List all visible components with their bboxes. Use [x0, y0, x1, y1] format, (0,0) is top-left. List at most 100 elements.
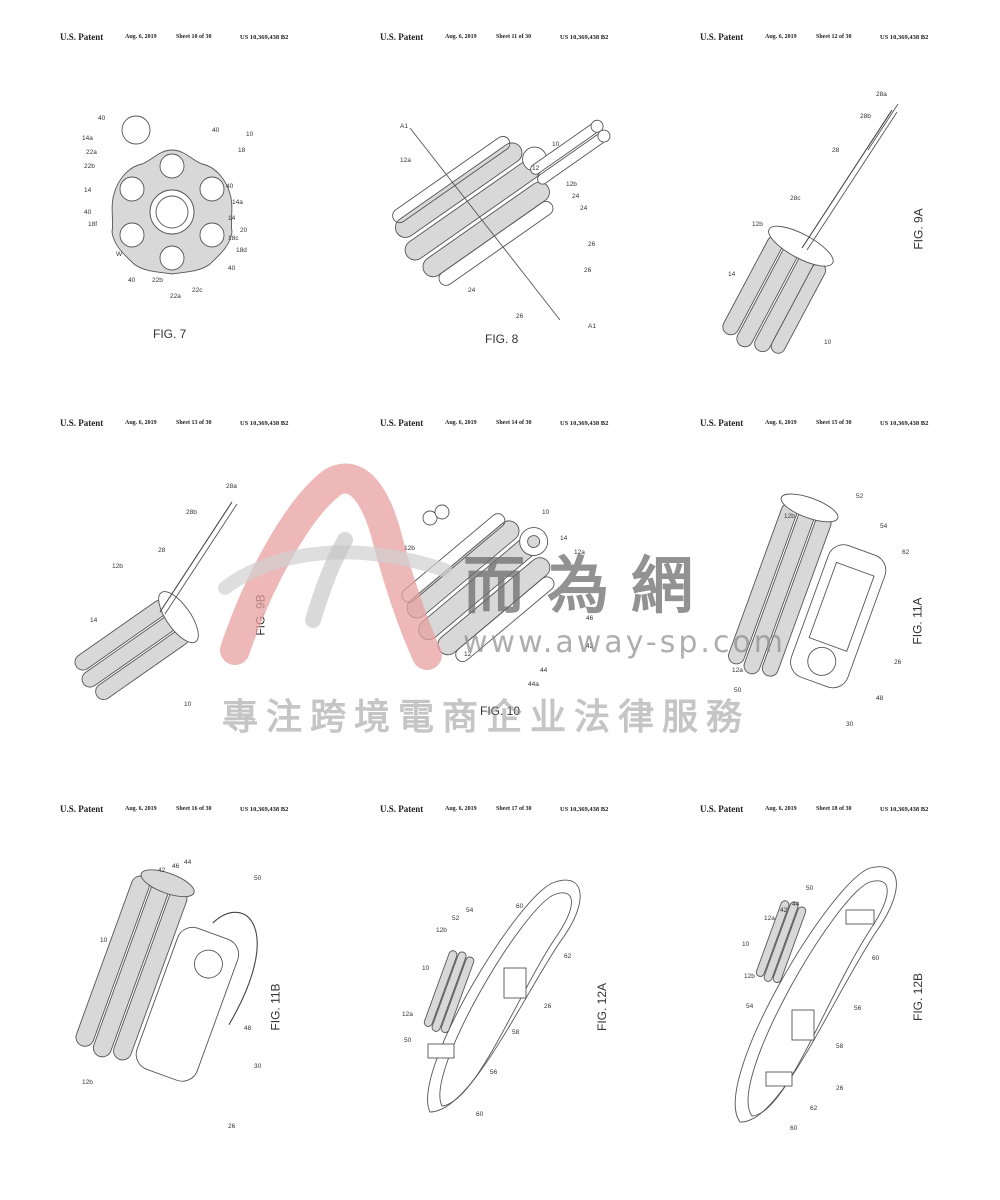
header-number: US 10,369,438 B2 [880, 420, 929, 427]
fig12b-ref-label: 44 [792, 901, 800, 908]
fig8-ref-label: 24 [580, 205, 588, 212]
fig11b-ref-label: 44 [184, 859, 192, 866]
fig12b-ref-label: 12a [764, 915, 775, 922]
fig10-ref-label: 42 [586, 643, 594, 650]
fig7-ref-label: 22a [170, 293, 181, 300]
fig11b-ref-label: 48 [244, 1025, 252, 1032]
header-sheet: Sheet 14 of 30 [496, 420, 532, 426]
sheet-header: U.S. Patent Aug. 6, 2019 Sheet 18 of 30 … [700, 804, 955, 818]
fig12a-drawing: 12b 52 54 60 10 62 12a 26 50 58 56 60 [402, 879, 581, 1118]
fig11b-ref-label: 30 [254, 1063, 262, 1070]
sheet-header: U.S. Patent Aug. 6, 2019 Sheet 16 of 30 … [60, 804, 315, 818]
fig7-ref-label: 18f [88, 221, 97, 228]
fig7-ref-label: 18 [238, 147, 246, 154]
fig12b-ref-label: 26 [836, 1085, 844, 1092]
header-patent: U.S. Patent [380, 418, 424, 428]
fig9a-ref-label: 28c [790, 195, 801, 202]
patent-sheet-10: U.S. Patent Aug. 6, 2019 Sheet 10 of 30 … [0, 0, 333, 386]
patent-sheet-15: U.S. Patent Aug. 6, 2019 Sheet 15 of 30 … [640, 386, 973, 772]
header-date: Aug. 6, 2019 [445, 806, 477, 812]
fig9b-ref-label: 10 [184, 701, 192, 708]
fig10-ref-label: 46 [586, 615, 594, 622]
fig11b-ref-label: 10 [100, 937, 108, 944]
fig12a-ref-label: 10 [422, 965, 430, 972]
fig12b-ref-label: 60 [872, 955, 880, 962]
figure-label: FIG. 9A [911, 208, 926, 250]
fig7-ref-label: 40 [228, 265, 236, 272]
fig12a-ref-label: 26 [544, 1003, 552, 1010]
header-date: Aug. 6, 2019 [125, 420, 157, 426]
fig12a-ref-label: 54 [466, 907, 474, 914]
header-number: US 10,369,438 B2 [560, 34, 609, 41]
header-number: US 10,369,438 B2 [560, 420, 609, 427]
fig11a-ref-label: 50 [734, 687, 742, 694]
header-sheet: Sheet 15 of 30 [816, 420, 852, 426]
fig9a-ref-label: 28a [876, 91, 887, 98]
fig11a-ref-label: 62 [902, 549, 910, 556]
fig7-ref-label: 18c [228, 235, 239, 242]
sheet-header: U.S. Patent Aug. 6, 2019 Sheet 17 of 30 … [380, 804, 635, 818]
fig8-ref-label: 24 [572, 193, 580, 200]
figure-label: FIG. 12B [911, 972, 926, 1022]
fig8-ref-label: 26 [588, 241, 596, 248]
fig7-ref-label: 20 [240, 227, 248, 234]
header-patent: U.S. Patent [60, 32, 104, 42]
fig12b-ref-label: 54 [746, 1003, 754, 1010]
watermark-brand: 而為網 [463, 549, 716, 622]
fig11b-ref-label: 46 [172, 863, 180, 870]
fig12b-ref-label: 56 [854, 1005, 862, 1012]
patent-sheet-13: U.S. Patent Aug. 6, 2019 Sheet 13 of 30 … [0, 386, 333, 772]
fig7-ref-label: 40 [98, 115, 106, 122]
header-patent: U.S. Patent [380, 32, 424, 42]
patent-sheet-18: U.S. Patent Aug. 6, 2019 Sheet 18 of 30 … [640, 772, 973, 1158]
header-sheet: Sheet 17 of 30 [496, 806, 532, 812]
figure-label: FIG. 11A [910, 597, 925, 645]
fig8-ref-label: 26 [584, 267, 592, 274]
fig12b-ref-label: 42 [780, 907, 788, 914]
fig12b-ref-label: 58 [836, 1043, 844, 1050]
patent-sheet-17: U.S. Patent Aug. 6, 2019 Sheet 17 of 30 … [320, 772, 653, 1158]
sheet-header: U.S. Patent Aug. 6, 2019 Sheet 15 of 30 … [700, 418, 955, 432]
header-date: Aug. 6, 2019 [765, 806, 797, 812]
fig9b-drawing: 28a 28b 28 12b 14 10 [74, 483, 238, 708]
watermark-slogan: 專注跨境電商企业法律服務 [222, 697, 751, 738]
fig11b-ref-label: 12b [82, 1079, 93, 1086]
fig11a-ref-label: 12b [784, 513, 795, 520]
figure-label: FIG. 10 [480, 704, 521, 718]
header-date: Aug. 6, 2019 [125, 34, 157, 40]
fig9a-ref-label: 28 [832, 147, 840, 154]
fig7-ref-label: 22c [192, 287, 203, 294]
fig8-ref-label: 12 [532, 165, 540, 172]
sheet-header: U.S. Patent Aug. 6, 2019 Sheet 14 of 30 … [380, 418, 635, 432]
header-number: US 10,369,438 B2 [560, 806, 609, 813]
watermark-url: www.away-sp.com [463, 625, 787, 660]
fig7-ref-label: W [116, 251, 123, 258]
fig9b-ref-label: 12b [112, 563, 123, 570]
fig11a-ref-label: 12a [732, 667, 743, 674]
patent-sheet-16: U.S. Patent Aug. 6, 2019 Sheet 16 of 30 … [0, 772, 333, 1158]
fig9a-ref-label: 14 [728, 271, 736, 278]
fig7-ref-label: 22b [152, 277, 163, 284]
watermark-logo-icon [218, 463, 452, 670]
fig11b-ref-label: 26 [228, 1123, 236, 1130]
fig12b-ref-label: 50 [806, 885, 814, 892]
figure-label: FIG. 7 [153, 327, 187, 341]
header-patent: U.S. Patent [60, 418, 104, 428]
sheet-header: U.S. Patent Aug. 6, 2019 Sheet 11 of 30 … [380, 32, 635, 46]
sheet-header: U.S. Patent Aug. 6, 2019 Sheet 13 of 30 … [60, 418, 315, 432]
fig9b-ref-label: 14 [90, 617, 98, 624]
fig7-ref-label: 22a [86, 149, 97, 156]
header-date: Aug. 6, 2019 [765, 420, 797, 426]
fig8-drawing: A1 12a 10 12 12b 24 24 26 26 24 26 A1 [392, 119, 611, 330]
header-date: Aug. 6, 2019 [445, 420, 477, 426]
fig9b-ref-label: 28b [186, 509, 197, 516]
header-sheet: Sheet 18 of 30 [816, 806, 852, 812]
fig7-ref-label: 14 [84, 187, 92, 194]
fig11a-drawing: 12b 52 54 62 26 48 30 50 12a [728, 493, 910, 728]
fig12b-ref-label: 10 [742, 941, 750, 948]
header-number: US 10,369,438 B2 [240, 806, 289, 813]
fig12a-ref-label: 12b [436, 927, 447, 934]
fig9b-ref-label: 28 [158, 547, 166, 554]
fig8-ref-label: A1 [400, 123, 408, 130]
fig7-ref-label: 40 [212, 127, 220, 134]
